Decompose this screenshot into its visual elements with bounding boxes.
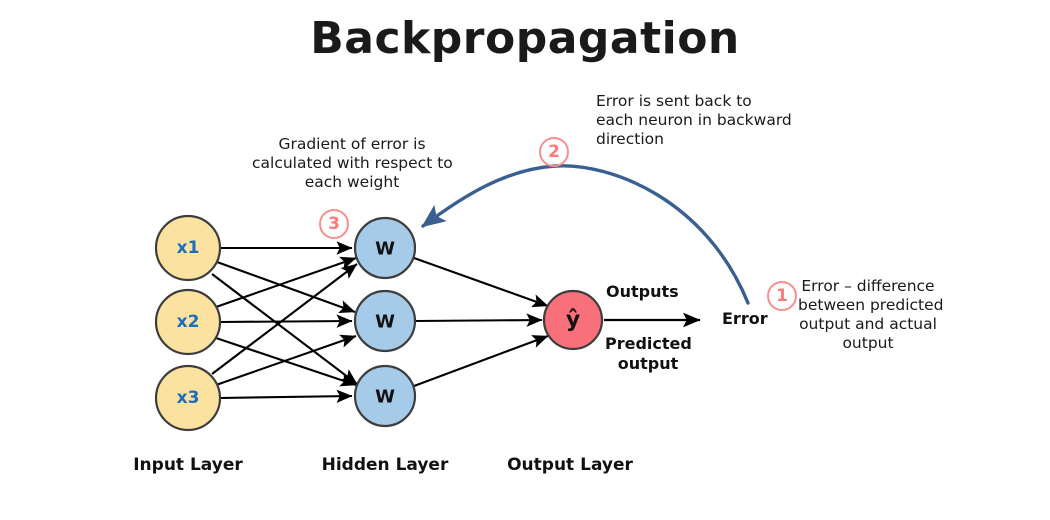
neuron-input-x2[interactable] xyxy=(154,288,222,356)
neuron-hidden-1[interactable] xyxy=(353,216,417,280)
edge-x2-h1 xyxy=(215,256,357,308)
step-1-annotation: Error – difference between predicted out… xyxy=(798,277,944,352)
neuron-output-yhat[interactable] xyxy=(542,289,604,351)
neuron-input-x1[interactable] xyxy=(154,214,222,282)
edge-x1-h3 xyxy=(211,273,358,385)
edges-hidden-to-output xyxy=(413,257,549,387)
output-layer-caption: Output Layer xyxy=(507,455,633,475)
edges-input-to-hidden xyxy=(211,241,358,403)
edge-x3-h2 xyxy=(215,334,357,386)
backward-error-arrow xyxy=(421,164,750,305)
edge-x3-h3 xyxy=(219,389,353,403)
predicted-output-label: Predicted output xyxy=(605,334,692,373)
step-3-annotation: Gradient of error is calculated with res… xyxy=(252,135,453,191)
error-label: Error xyxy=(722,309,768,328)
neuron-hidden-3[interactable] xyxy=(353,364,417,428)
neuron-input-x3[interactable] xyxy=(154,364,222,432)
edge-h1-out xyxy=(413,257,549,308)
edge-x3-h1 xyxy=(211,263,358,375)
hidden-layer-caption: Hidden Layer xyxy=(321,455,449,475)
outputs-label: Outputs xyxy=(606,282,679,301)
edge-h3-out xyxy=(413,335,549,387)
step-badge-2[interactable]: 2 xyxy=(539,137,569,167)
edge-x2-h2 xyxy=(219,314,353,328)
edge-h2-out xyxy=(414,313,543,327)
page-title: Backpropagation xyxy=(310,13,740,64)
edge-x1-h2 xyxy=(216,261,356,314)
step-badge-1[interactable]: 1 xyxy=(767,281,797,311)
neuron-hidden-2[interactable] xyxy=(353,289,417,353)
step-badge-3[interactable]: 3 xyxy=(319,209,349,239)
input-layer-caption: Input Layer xyxy=(133,455,243,475)
step-2-annotation: Error is sent back to each neuron in bac… xyxy=(596,92,792,148)
